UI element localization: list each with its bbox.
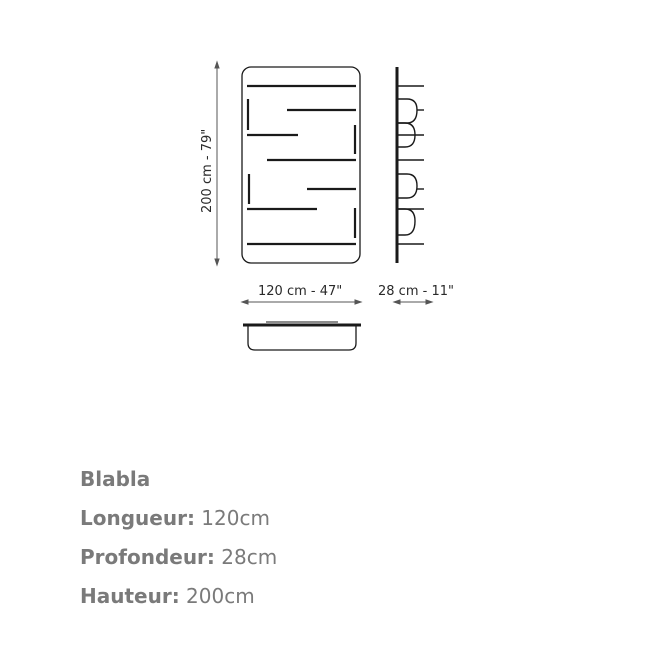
spec-height: Hauteur: 200cm <box>80 579 277 618</box>
height-label: 200 cm - 79" <box>200 129 215 213</box>
technical-drawing: 200 cm - 79" 120 cm - <box>200 60 454 351</box>
depth-label: 28 cm - 11" <box>378 284 454 299</box>
product-specs: Blabla Longueur: 120cm Profondeur: 28cm … <box>80 462 277 618</box>
width-label: 120 cm - 47" <box>258 284 342 299</box>
spec-depth-value: 28cm <box>214 545 278 569</box>
width-dimension <box>240 299 363 305</box>
spec-title: Blabla <box>80 462 277 501</box>
spec-length-value: 120cm <box>194 506 270 530</box>
depth-dimension <box>392 299 434 305</box>
spec-depth: Profondeur: 28cm <box>80 540 277 579</box>
product-name: Blabla <box>80 467 151 491</box>
spec-height-value: 200cm <box>179 584 255 608</box>
front-view <box>241 66 361 264</box>
spec-depth-key: Profondeur: <box>80 545 215 569</box>
spec-length-key: Longueur: <box>80 506 195 530</box>
spec-height-key: Hauteur: <box>80 584 180 608</box>
spec-length: Longueur: 120cm <box>80 501 277 540</box>
side-view <box>395 67 424 263</box>
top-view <box>243 321 361 351</box>
height-dimension <box>214 60 220 267</box>
